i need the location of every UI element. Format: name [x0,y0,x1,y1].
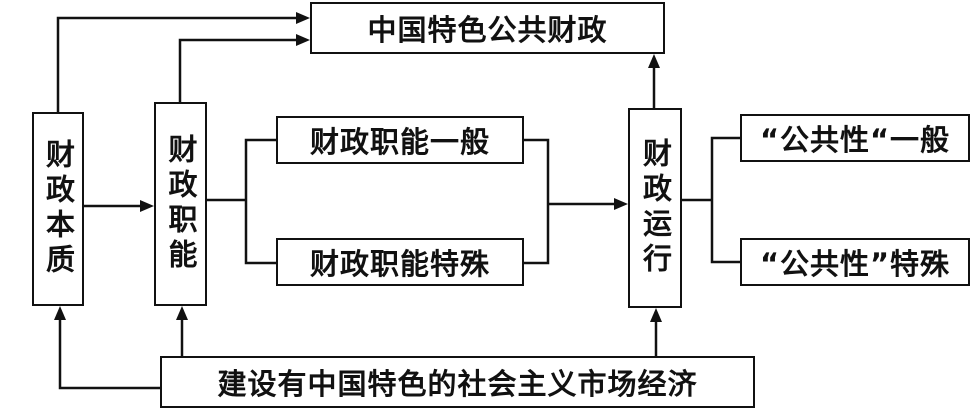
node-function-special: 财政职能特殊 [276,238,524,286]
node-function: 财政职能 [154,102,207,306]
arrow-essence-to-top [56,16,298,112]
line-split-public [710,136,740,264]
arrowhead [54,306,66,320]
node-operation: 财政运行 [628,108,682,308]
node-top: 中国特色公共财政 [310,2,665,54]
node-essence: 财政本质 [32,112,84,306]
arrowhead [648,54,660,68]
line-general-merge [524,138,550,265]
arrowhead [296,34,310,46]
arrowhead [614,198,628,210]
arrowhead [296,12,310,24]
arrowhead [650,308,662,322]
arrowhead [176,306,188,320]
node-public-special: “公共性”特殊 [740,238,970,286]
node-bottom: 建设有中国特色的社会主义市场经济 [160,356,755,408]
node-function-general: 财政职能一般 [276,116,524,164]
arrow-bottom-to-essence [58,318,160,390]
line-split-general [244,138,276,265]
arrowhead [140,200,154,212]
node-public-general: “公共性“一般 [740,114,970,162]
arrow-function-to-top [178,38,298,102]
